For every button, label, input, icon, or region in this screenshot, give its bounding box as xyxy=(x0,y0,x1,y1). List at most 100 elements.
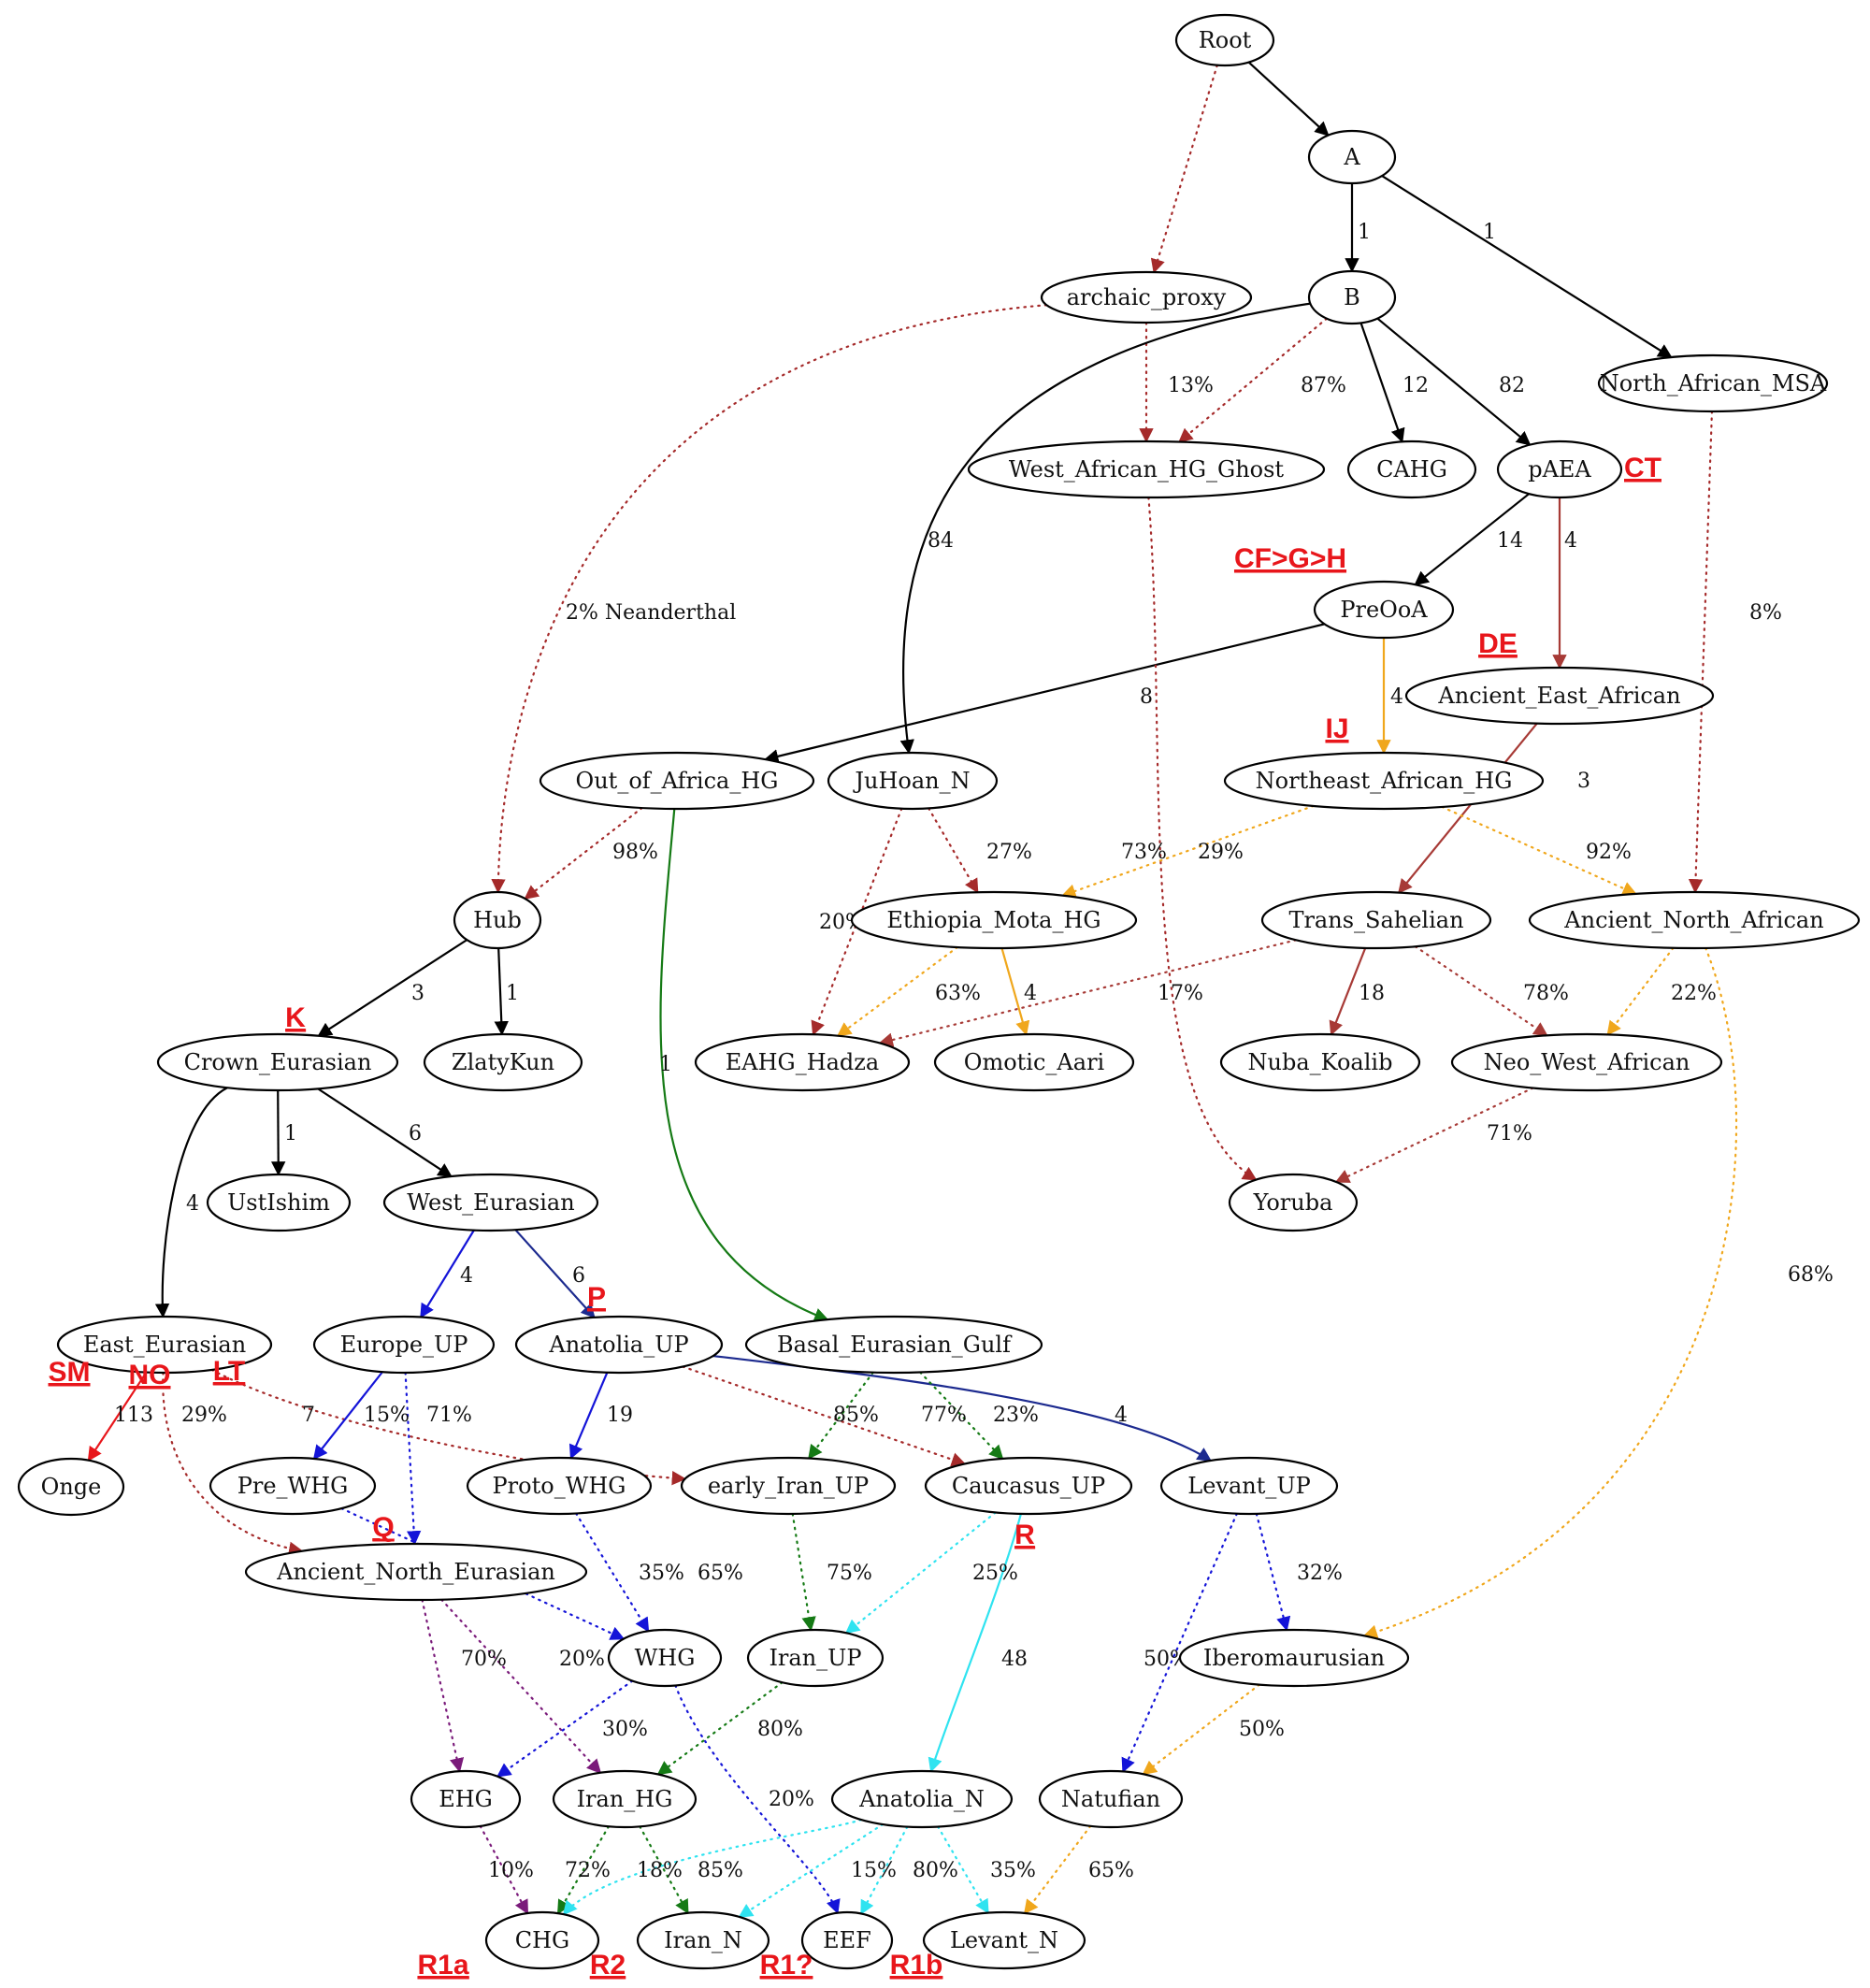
node-Out_of_Africa_HG: Out_of_Africa_HG xyxy=(539,751,815,811)
edge-label: 92% xyxy=(1586,841,1632,864)
edge-label: 30% xyxy=(602,1718,648,1741)
edge-label: 19 xyxy=(607,1404,633,1427)
edge-JuHoan_N-to-Ethiopia_Mota_HG xyxy=(928,807,979,894)
edge-label: 4 xyxy=(460,1264,473,1288)
node-ellipse xyxy=(1038,1769,1184,1829)
haplogroup-label: R2 xyxy=(590,1950,626,1981)
node-Natufian: Natufian xyxy=(1038,1769,1184,1829)
edge-PreOoA-to-Out_of_Africa_HG xyxy=(763,623,1325,764)
node-ellipse xyxy=(514,1315,724,1375)
edge-Ethiopia_Mota_HG-to-Omotic_Aari xyxy=(1000,947,1030,1036)
node-label: EHG xyxy=(439,1786,493,1812)
edge-label: 35% xyxy=(990,1859,1036,1882)
edge-label: 98% xyxy=(612,841,658,864)
node-label: Ethiopia_Mota_HG xyxy=(886,907,1100,933)
node-label: Root xyxy=(1199,27,1252,53)
edge-label: 78% xyxy=(1523,982,1569,1005)
node-ellipse xyxy=(1307,129,1397,185)
node-Crown_Eurasian: Crown_Eurasian xyxy=(156,1032,399,1092)
edge-Ancient_East_African-to-Trans_Sahelian xyxy=(1398,722,1538,894)
node-ellipse xyxy=(967,439,1326,499)
node-label: Iran_N xyxy=(664,1927,742,1953)
node-ellipse xyxy=(680,1456,897,1516)
edge-label: 32% xyxy=(1297,1562,1343,1585)
node-Omotic_Aari: Omotic_Aari xyxy=(933,1032,1135,1092)
node-label: Out_of_Africa_HG xyxy=(576,768,779,794)
node-ellipse xyxy=(410,1769,522,1829)
node-label: Levant_UP xyxy=(1187,1473,1310,1499)
node-label: Basal_Eurasian_Gulf xyxy=(777,1332,1013,1358)
edge-WHG-to-EHG xyxy=(496,1679,634,1778)
edge-label: 71% xyxy=(426,1404,472,1427)
node-A: A xyxy=(1307,129,1397,185)
node-PreOoA: PreOoA xyxy=(1313,580,1455,640)
edge-label: 75% xyxy=(827,1562,872,1585)
edge-label: 15% xyxy=(851,1859,897,1882)
edge-Trans_Sahelian-to-EAHG_Hadza xyxy=(878,939,1298,1047)
node-label: Neo_West_African xyxy=(1484,1049,1690,1075)
edge-label: 4 xyxy=(1390,685,1403,709)
node-ellipse xyxy=(800,1910,894,1970)
node-North_African_MSA: North_African_MSA xyxy=(1597,353,1829,413)
edge-Ancient_North_Eurasian-to-EHG xyxy=(421,1598,465,1773)
node-Iran_HG: Iran_HG xyxy=(552,1769,698,1829)
node-WHG: WHG xyxy=(607,1628,723,1688)
node-ellipse xyxy=(466,1456,653,1516)
node-Europe_UP: Europe_UP xyxy=(312,1315,496,1375)
haplogroup-label: K xyxy=(285,1002,306,1033)
edge-B-to-JuHoan_N xyxy=(899,302,1311,755)
node-ellipse xyxy=(1260,890,1492,950)
edge-label: 82 xyxy=(1499,374,1525,397)
edge-label: 20% xyxy=(559,1648,605,1671)
edge-label: 22% xyxy=(1671,982,1717,1005)
node-label: UstIshim xyxy=(227,1189,330,1216)
edge-A-to-North_African_MSA xyxy=(1381,175,1673,359)
haplogroup-label: Q xyxy=(372,1512,394,1543)
node-label: Iran_HG xyxy=(577,1786,673,1812)
edge-East_Eurasian-to-early_Iran_UP xyxy=(210,1368,687,1486)
haplogroup-label: R1a xyxy=(417,1950,468,1981)
edge-label: 6 xyxy=(409,1122,422,1145)
edge-label: 50% xyxy=(1239,1718,1285,1741)
edge-label: 71% xyxy=(1487,1122,1532,1145)
node-Iran_UP: Iran_UP xyxy=(746,1628,885,1688)
node-Ancient_East_African: Ancient_East_African xyxy=(1404,666,1715,726)
edge-label: 14 xyxy=(1497,529,1523,553)
node-label: JuHoan_N xyxy=(852,768,970,794)
node-Northeast_African_HG: Northeast_African_HG xyxy=(1223,751,1545,811)
edge-label: 18 xyxy=(1359,982,1385,1005)
node-label: pAEA xyxy=(1528,456,1591,483)
node-label: West_African_HG_Ghost xyxy=(1009,456,1285,483)
edge-Anatolia_N-to-Iran_N xyxy=(738,1822,885,1919)
node-CHG: CHG xyxy=(484,1910,600,1970)
node-EAHG_Hadza: EAHG_Hadza xyxy=(694,1032,911,1092)
edge-WHG-to-EEF xyxy=(674,1684,841,1915)
node-UstIshim: UstIshim xyxy=(206,1173,352,1232)
node-label: Natufian xyxy=(1061,1786,1160,1812)
edge-Ancient_North_African-to-Iberomaurusian xyxy=(1362,946,1738,1639)
edges-layer xyxy=(87,61,1738,1919)
edge-label: 4 xyxy=(1564,529,1577,553)
node-label: Europe_UP xyxy=(340,1332,468,1358)
node-Levant_N: Levant_N xyxy=(922,1910,1086,1970)
node-label: A xyxy=(1343,144,1360,170)
edge-label: 3 xyxy=(411,982,424,1005)
edge-label: 12 xyxy=(1402,374,1429,397)
edge-Anatolia_UP-to-Proto_WHG xyxy=(568,1372,609,1460)
edge-Iran_HG-to-Iran_N xyxy=(639,1825,689,1915)
node-label: B xyxy=(1344,284,1360,310)
node-Neo_West_African: Neo_West_African xyxy=(1450,1032,1723,1092)
haplogroup-label: LT xyxy=(213,1356,245,1387)
node-label: Ancient_North_Eurasian xyxy=(276,1559,555,1585)
node-label: Onge xyxy=(41,1474,102,1500)
edge-label: 13% xyxy=(1168,374,1214,397)
edge-Hub-to-Crown_Eurasian xyxy=(317,939,468,1037)
edge-label: 27% xyxy=(986,841,1032,864)
node-Iberomaurusian: Iberomaurusian xyxy=(1178,1628,1410,1688)
edge-label: 8 xyxy=(1140,685,1153,709)
edge-label: 2% Neanderthal xyxy=(566,601,736,625)
edge-label: 35% xyxy=(639,1562,684,1585)
node-label: CHG xyxy=(515,1927,569,1953)
